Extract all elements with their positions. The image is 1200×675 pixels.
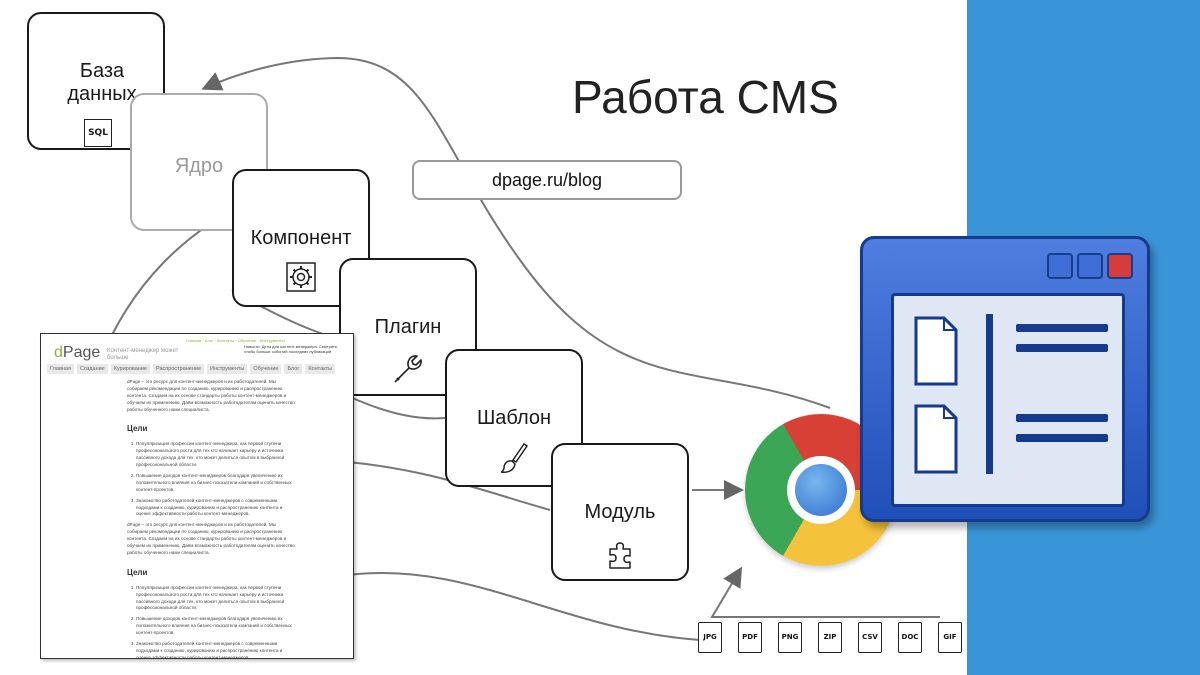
page-title: Работа CMS [572, 71, 839, 123]
page-to-files-line [347, 571, 701, 641]
png-file-icon: PNG [778, 622, 802, 653]
nav-item[interactable]: Контакты [305, 364, 336, 374]
url-bar[interactable]: dpage.ru/blog [412, 160, 682, 200]
goal-item: Повышение доходов контент-менеджеров бла… [136, 473, 297, 494]
nav-item[interactable]: Блог [284, 364, 303, 374]
gif-file-icon: GIF [938, 622, 962, 653]
files-to-browser-arrow [710, 566, 940, 618]
intro-text: dPage – это ресурс для контент-менеджеро… [127, 379, 295, 412]
module-label: Модуль [584, 501, 656, 523]
goal-item: Повышение доходов контент-менеджеров бла… [136, 616, 297, 637]
webpage-nav: Главная Создание Курирование Распростран… [47, 364, 347, 374]
close-icon [1107, 253, 1133, 279]
goals-heading: Цели [127, 424, 148, 434]
wrench-icon [394, 355, 422, 383]
component-box: Компонент [232, 169, 370, 307]
maximize-icon [1077, 253, 1103, 279]
document-list-icon [914, 314, 1108, 474]
database-label: База данных [67, 60, 137, 105]
webpage-news: Новости: Дела для контент-менеджера. Смо… [244, 344, 339, 355]
goal-item: Популяризация профессии контент-менеджер… [136, 441, 297, 469]
template-label: Шаблон [476, 407, 552, 429]
nav-item[interactable]: Обучение [250, 364, 282, 374]
nav-item[interactable]: Курирование [110, 364, 150, 374]
dpage-logo: dPage [54, 344, 101, 361]
application-window-icon [860, 236, 1150, 522]
webpage-body: dPage – это ресурс для контент-менеджеро… [127, 379, 297, 658]
minimize-icon [1047, 253, 1073, 279]
plugin-label: Плагин [374, 316, 442, 338]
goal-item: Популяризация профессии контент-менеджер… [136, 585, 297, 613]
nav-item[interactable]: Главная [47, 364, 74, 374]
pdf-file-icon: PDF [738, 622, 762, 653]
nav-item[interactable]: Инструменты [207, 364, 248, 374]
goals-heading-repeat: Цели [127, 567, 148, 577]
webpage-preview: dPage Контент-менеджер может больше Глав… [40, 333, 354, 659]
nav-item[interactable]: Распространение [152, 364, 205, 374]
window-pane [891, 293, 1125, 507]
goals-list-repeat: Популяризация профессии контент-менеджер… [127, 585, 297, 658]
component-label: Компонент [250, 227, 352, 249]
nav-item[interactable]: Создание [76, 364, 108, 374]
webpage-top-links[interactable]: Главная · Блог · Контакты · Обучение · И… [186, 338, 285, 343]
zip-file-icon: ZIP [818, 622, 842, 653]
goal-item: Знакомство работодателей контент-менедже… [136, 641, 297, 658]
webpage-tagline: Контент-менеджер может больше [107, 348, 179, 361]
core-label: Ядро [174, 155, 224, 177]
file-types-row: JPG PDF PNG ZIP CSV DOC GIF [698, 622, 962, 653]
goal-item: Знакомство работодателей контент-менедже… [136, 498, 297, 519]
sql-icon: SQL [84, 119, 112, 147]
gear-icon [286, 262, 316, 292]
page-to-template-line [347, 395, 446, 420]
module-box: Модуль [551, 443, 689, 581]
jpg-file-icon: JPG [698, 622, 722, 653]
doc-file-icon: DOC [898, 622, 922, 653]
url-text: dpage.ru/blog [491, 169, 603, 190]
intro-text-repeat: dPage – это ресурс для контент-менеджеро… [127, 522, 295, 555]
brush-icon [500, 442, 529, 473]
goals-list: Популяризация профессии контент-менеджер… [127, 441, 297, 518]
csv-file-icon: CSV [858, 622, 882, 653]
puzzle-icon [609, 542, 631, 569]
